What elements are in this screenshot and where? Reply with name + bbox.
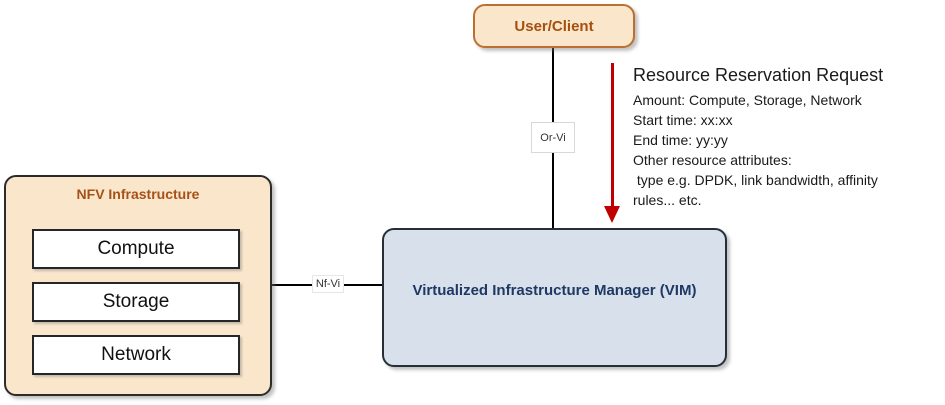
nf-vi-reference-point-label: Nf-Vi	[312, 275, 344, 293]
network-label: Network	[101, 344, 171, 365]
annotation-title: Resource Reservation Request	[633, 65, 884, 85]
nfv-infrastructure-title: NFV Infrastructure	[76, 186, 200, 202]
annotation-line-other-attributes: Other resource attributes:	[633, 152, 792, 168]
compute-label: Compute	[97, 238, 175, 259]
annotation-line-amount: Amount: Compute, Storage, Network	[633, 92, 862, 108]
annotation-line-start-time: Start time: xx:xx	[633, 112, 733, 128]
or-vi-reference-point-label: Or-Vi	[531, 122, 575, 153]
vim-label: Virtualized Infrastructure Manager (VIM)	[412, 282, 697, 299]
reservation-request-arrowhead-icon	[604, 206, 620, 223]
reservation-request-arrow-line	[611, 63, 614, 206]
annotation-line-type-examples: type e.g. DPDK, link bandwidth, affinity	[633, 172, 878, 188]
annotation-line-rules-etc: rules... etc.	[633, 192, 702, 208]
nfv-infrastructure-node: NFV Infrastructure Compute Storage Netwo…	[4, 175, 272, 396]
user-client-label: User/Client	[514, 17, 594, 35]
network-resource-box: Network	[32, 335, 240, 375]
annotation-line-end-time: End time: yy:yy	[633, 132, 728, 148]
storage-resource-box: Storage	[32, 282, 240, 322]
resource-reservation-annotation: Resource Reservation Request Amount: Com…	[633, 62, 943, 210]
storage-label: Storage	[102, 291, 170, 312]
vim-node: Virtualized Infrastructure Manager (VIM)	[382, 228, 727, 367]
compute-resource-box: Compute	[32, 229, 240, 269]
user-client-node: User/Client	[473, 4, 635, 48]
